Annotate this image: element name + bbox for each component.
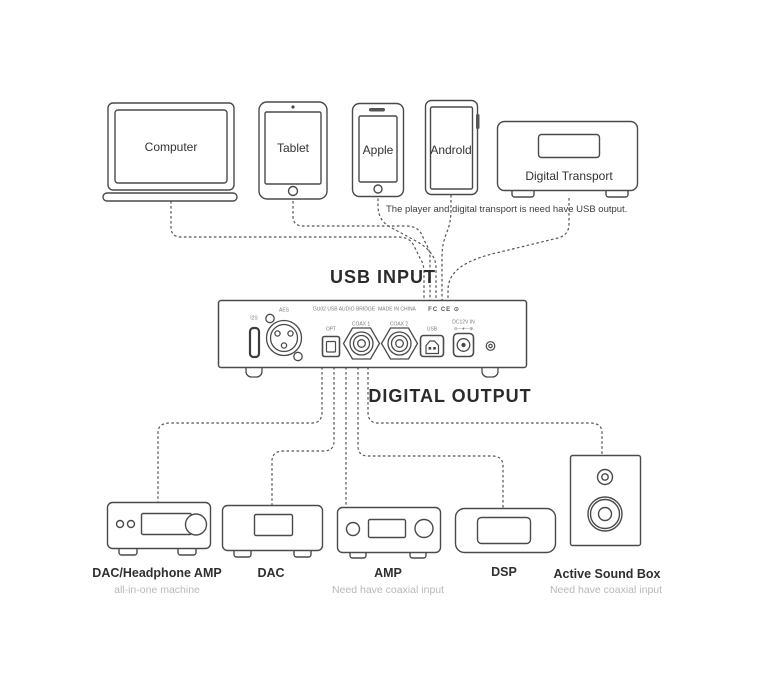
- dac-headphone-amp-label: DAC/Headphone AMP: [92, 565, 222, 580]
- dac-display: [253, 513, 294, 537]
- i2s-port-label: I2S: [250, 315, 258, 322]
- dc-jack-pin: [461, 342, 466, 348]
- xlr-screw-bottom: [293, 351, 303, 362]
- apple-phone-screen: [358, 115, 398, 183]
- dsp-display: [476, 516, 532, 545]
- amp-label: AMP: [374, 565, 402, 580]
- cable-transport-to-bridge: [447, 198, 570, 301]
- optical-port-inner: [325, 340, 337, 353]
- tablet-camera-dot: [291, 105, 295, 109]
- amp-sublabel: Need have coaxial input: [331, 583, 445, 596]
- usb-b-contact-1: [428, 347, 432, 350]
- amp-illustration: [336, 506, 442, 559]
- dac-headphone-amp-sublabel: all-in-one machine: [114, 583, 200, 596]
- tablet-screen: [264, 111, 322, 185]
- amp-button: [345, 521, 361, 537]
- active-soundbox-sublabel: Need have coaxial input: [549, 583, 663, 596]
- coax1-connector: [342, 327, 381, 360]
- android-label: Androld: [430, 143, 472, 157]
- computer-illustration: [102, 102, 238, 202]
- tablet-illustration: [258, 101, 328, 200]
- cable-bridge-to-dsp: [357, 367, 504, 508]
- tablet-home-button: [287, 185, 299, 197]
- dac-amp-button-1: [115, 519, 125, 529]
- usb-b-port: [419, 334, 445, 358]
- power-led-dot: [488, 343, 493, 349]
- coax1-port-label: COAX 1: [351, 321, 371, 327]
- dac-headphone-amp-illustration: [106, 501, 212, 556]
- xlr-screw-top: [265, 313, 275, 324]
- android-phone-screen: [429, 106, 474, 190]
- dac-label: DAC: [257, 565, 285, 580]
- dc12v-label: DC12V IN: [452, 319, 475, 326]
- dc-power-jack: [452, 332, 475, 358]
- certification-marks: FC CE ⊙: [428, 307, 460, 313]
- soundbox-tweeter-inner: [601, 473, 609, 481]
- amp-knob: [414, 518, 434, 539]
- cable-bridge-to-soundbox: [367, 367, 603, 455]
- coax1-center-pin: [357, 339, 366, 348]
- xlr-pin-3: [280, 342, 288, 349]
- digital-output-title: DIGITAL OUTPUT: [368, 386, 532, 406]
- active-soundbox-illustration: [569, 454, 642, 547]
- apple-phone-illustration: [351, 102, 405, 198]
- cable-tablet-to-bridge: [292, 196, 431, 301]
- usb-b-contact-2: [433, 347, 436, 350]
- dsp-illustration: [454, 507, 557, 554]
- usb-port-label: USB: [426, 326, 438, 333]
- aes-port-label: AES: [278, 307, 290, 314]
- soundbox-woofer-cap: [597, 506, 613, 522]
- android-side-button: [476, 114, 480, 129]
- xlr-pin-2: [287, 330, 294, 337]
- apple-phone-home-button: [373, 184, 383, 194]
- dac-amp-knob: [184, 513, 208, 536]
- digital-transport-label: Digital Transport: [525, 169, 613, 183]
- dac-amp-button-2: [126, 519, 136, 529]
- xlr-pin-1: [274, 330, 281, 337]
- android-phone-illustration: [424, 99, 480, 196]
- power-led: [485, 341, 496, 351]
- usb-output-note: The player and digital transport is need…: [386, 204, 628, 215]
- apple-label: Apple: [362, 143, 394, 157]
- usb-bridge-illustration: [217, 299, 528, 378]
- usb-b-inner: [425, 340, 440, 355]
- bridge-model-label: GU02 USB AUDIO BRIDGE: [312, 306, 376, 313]
- cable-android-to-bridge: [441, 195, 452, 301]
- laptop-base: [102, 192, 238, 202]
- cable-paths: [157, 193, 603, 508]
- apple-phone-speaker: [369, 108, 385, 112]
- amp-display: [367, 518, 407, 539]
- computer-label: Computer: [144, 140, 198, 154]
- made-in-china-label: MADE IN CHINA: [378, 306, 416, 313]
- transport-display: [537, 133, 601, 159]
- dc-polarity-symbol: ⊖—●—⊕: [453, 325, 474, 331]
- dac-amp-display: [140, 512, 193, 536]
- laptop-screen-inner: [114, 109, 228, 184]
- cable-apple-to-bridge: [377, 193, 437, 301]
- active-soundbox-label: Active Sound Box: [553, 566, 661, 581]
- usb-input-title: USB INPUT: [329, 267, 437, 287]
- opt-port-label: OPT: [325, 326, 337, 333]
- i2s-port: [248, 326, 261, 359]
- aes-xlr-connector: [265, 313, 303, 362]
- coax2-connector: [380, 327, 419, 360]
- tablet-label: Tablet: [276, 141, 310, 155]
- coax2-port-label: COAX 2: [389, 321, 409, 327]
- optical-port: [321, 335, 341, 358]
- cable-bridge-to-dac-amp: [157, 367, 323, 502]
- coax2-center-pin: [395, 339, 404, 348]
- cable-bridge-to-dac: [271, 367, 335, 505]
- digital-transport-illustration: [496, 120, 639, 198]
- dac-illustration: [221, 504, 324, 558]
- dsp-label: DSP: [491, 564, 517, 579]
